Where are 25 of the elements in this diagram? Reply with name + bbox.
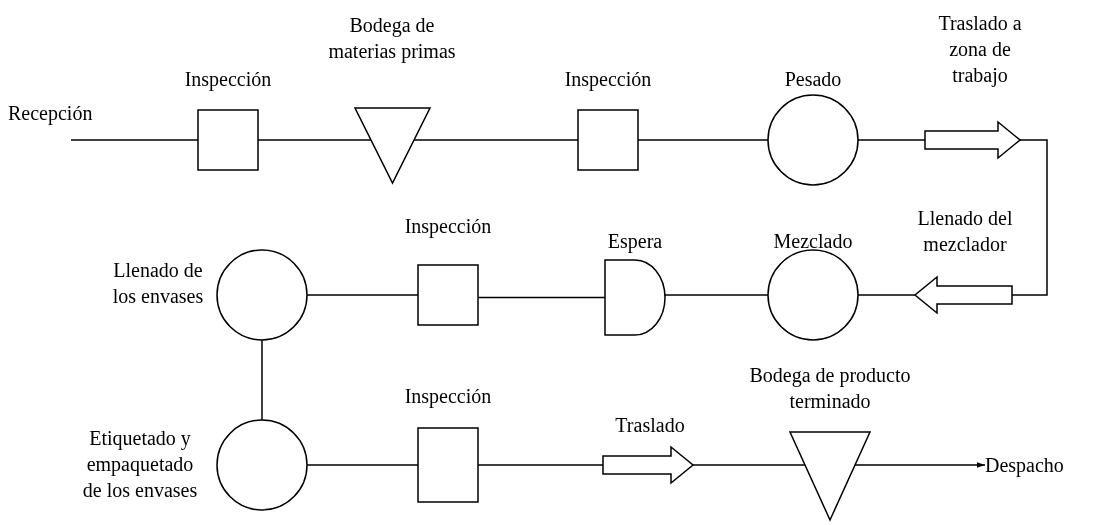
step-label: Etiquetado y empaquetado de los envases <box>81 426 199 503</box>
step-label: Despacho <box>985 452 1064 478</box>
connector-line <box>306 294 419 296</box>
step-label: Recepción <box>8 100 93 126</box>
step-label: Inspección <box>403 384 493 409</box>
step-label: Inspección <box>183 67 273 92</box>
connector-line <box>857 139 926 141</box>
step-label: Bodega de materias primas <box>327 13 457 64</box>
step-label: Inspección <box>563 67 653 92</box>
connector-line <box>664 294 769 296</box>
step-label: Pesado <box>783 67 843 92</box>
step-label: Inspección <box>403 214 493 239</box>
connector-line <box>261 339 263 421</box>
step-label: Llenado de los envases <box>111 258 205 309</box>
connector-line <box>857 294 916 296</box>
step-label: Bodega de producto terminado <box>748 363 912 414</box>
step-label: Mezclado <box>772 229 854 254</box>
step-label: Llenado del mezclador <box>916 206 1014 257</box>
connector-line <box>306 464 419 466</box>
connector-line <box>70 139 199 141</box>
connector-line <box>1011 139 1048 296</box>
step-label: Traslado <box>614 413 686 438</box>
step-label: Traslado a zona de trabajo <box>937 11 1023 88</box>
step-label: Espera <box>606 229 664 254</box>
arrow <box>854 462 986 468</box>
